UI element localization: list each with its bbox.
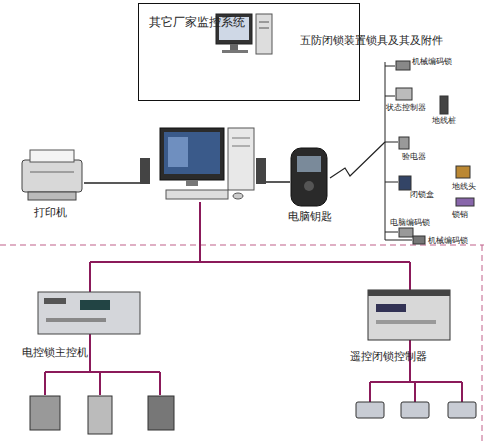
printer-icon-part (30, 172, 74, 173)
printer-icon (22, 150, 82, 200)
dashed-divider-part (0, 244, 484, 245)
device-label: 电控锁主控机 (22, 346, 88, 359)
bus-wires-part (90, 261, 410, 263)
device-label: 打印机 (34, 206, 67, 219)
lock-master-device-part (44, 298, 66, 304)
bus-wires-part (409, 262, 411, 290)
wires-part (264, 181, 290, 183)
electric-locks-part (148, 396, 174, 430)
computer-key-icon-part (291, 148, 327, 206)
device-label: 电脑钥匙 (288, 210, 332, 223)
remote-lock-units-part (356, 402, 384, 418)
electric-locks-part (88, 396, 112, 434)
remote-controller-device (368, 290, 450, 340)
part-label: 状态控制器 (386, 103, 426, 113)
part-label: 锁销 (452, 210, 468, 220)
wires-part (385, 96, 395, 97)
printer-icon-part (28, 192, 76, 200)
monitoring-computer-icon-part (259, 22, 269, 23)
part-label: 闭锁盒 (410, 190, 434, 200)
main-computer (140, 128, 266, 199)
lock-master-device-part (80, 300, 110, 310)
remote-lock-units (356, 402, 476, 418)
accessory-icons-part (396, 88, 412, 100)
wires-part (385, 66, 395, 67)
bus-wires (45, 202, 462, 402)
part-label: 电脑编码锁 (390, 218, 430, 228)
accessory-icons-part (396, 61, 410, 70)
main-computer-part (168, 137, 188, 167)
bus-wires-part (89, 262, 91, 292)
main-computer-part (160, 128, 224, 180)
accessory-icons-part (399, 228, 413, 237)
main-computer-part (232, 138, 250, 139)
remote-controller-device-part (368, 290, 450, 296)
main-computer-part (233, 193, 243, 199)
lock-master-device-part (38, 292, 140, 334)
electric-locks (30, 396, 174, 434)
computer-key-icon-part (304, 181, 314, 191)
wires-part (385, 182, 398, 183)
bus-wires-part (89, 334, 91, 372)
lock-master-device (38, 292, 140, 334)
dashed-divider-part (482, 245, 483, 442)
accessory-icons-part (456, 166, 470, 178)
computer-key-icon-part (297, 156, 321, 172)
lock-master-device-part (46, 318, 106, 322)
monitoring-computer-icon-part (259, 28, 269, 29)
part-label: 验电器 (402, 152, 426, 162)
accessory-icons-part (399, 137, 409, 149)
main-computer-part (164, 132, 220, 174)
remote-lock-units-part (401, 402, 429, 418)
computer-key-icon (291, 148, 327, 206)
remote-lock-units-part (448, 402, 476, 418)
device-label: 遥控闭锁控制器 (350, 350, 427, 363)
bus-wires-part (414, 382, 416, 402)
device-label: 五防闭锁装置锁具及其及附件 (300, 34, 443, 47)
main-computer-part (166, 190, 228, 199)
monitoring-computer-icon-part (256, 14, 272, 54)
part-label: 机械编码锁 (412, 57, 452, 67)
monitoring-computer-icon-part (222, 50, 248, 53)
wires-part (385, 232, 398, 233)
bus-wires-part (99, 372, 101, 395)
remote-controller-device-part (376, 304, 406, 312)
wires-part (84, 182, 146, 184)
system-box: 其它厂家监控系统 (138, 3, 360, 101)
bus-wires-part (369, 382, 371, 402)
main-computer-part (256, 158, 266, 184)
bus-wires-part (44, 372, 46, 395)
accessory-icons (396, 61, 474, 244)
wires-part (385, 62, 386, 240)
main-computer-part (228, 128, 254, 190)
printer-icon-part (22, 160, 82, 192)
wires (84, 62, 412, 240)
electric-locks-part (30, 396, 60, 430)
dashed-divider (0, 245, 484, 442)
main-computer-part (232, 146, 250, 147)
bus-wires-part (461, 382, 463, 402)
wires-part (385, 240, 412, 241)
part-label: 地线头 (452, 182, 476, 192)
accessory-icons-part (456, 198, 474, 206)
remote-controller-device-part (368, 290, 450, 340)
main-computer-part (140, 158, 150, 184)
accessory-icons-part (440, 96, 448, 114)
part-label: 机械编码锁 (428, 236, 468, 246)
bus-wires-part (199, 202, 201, 262)
accessory-icons-part (413, 236, 425, 244)
printer-icon-part (30, 150, 74, 162)
monitoring-computer-icon-part (230, 44, 238, 50)
wires-part (385, 142, 398, 143)
wires-part (330, 142, 385, 178)
bus-wires-part (159, 372, 161, 395)
accessory-icons-part (399, 176, 411, 190)
part-label: 地线桩 (432, 116, 456, 126)
box-title: 其它厂家监控系统 (149, 14, 245, 31)
main-computer-part (186, 180, 198, 186)
remote-controller-device-part (376, 320, 436, 324)
bus-wires-part (45, 371, 160, 373)
